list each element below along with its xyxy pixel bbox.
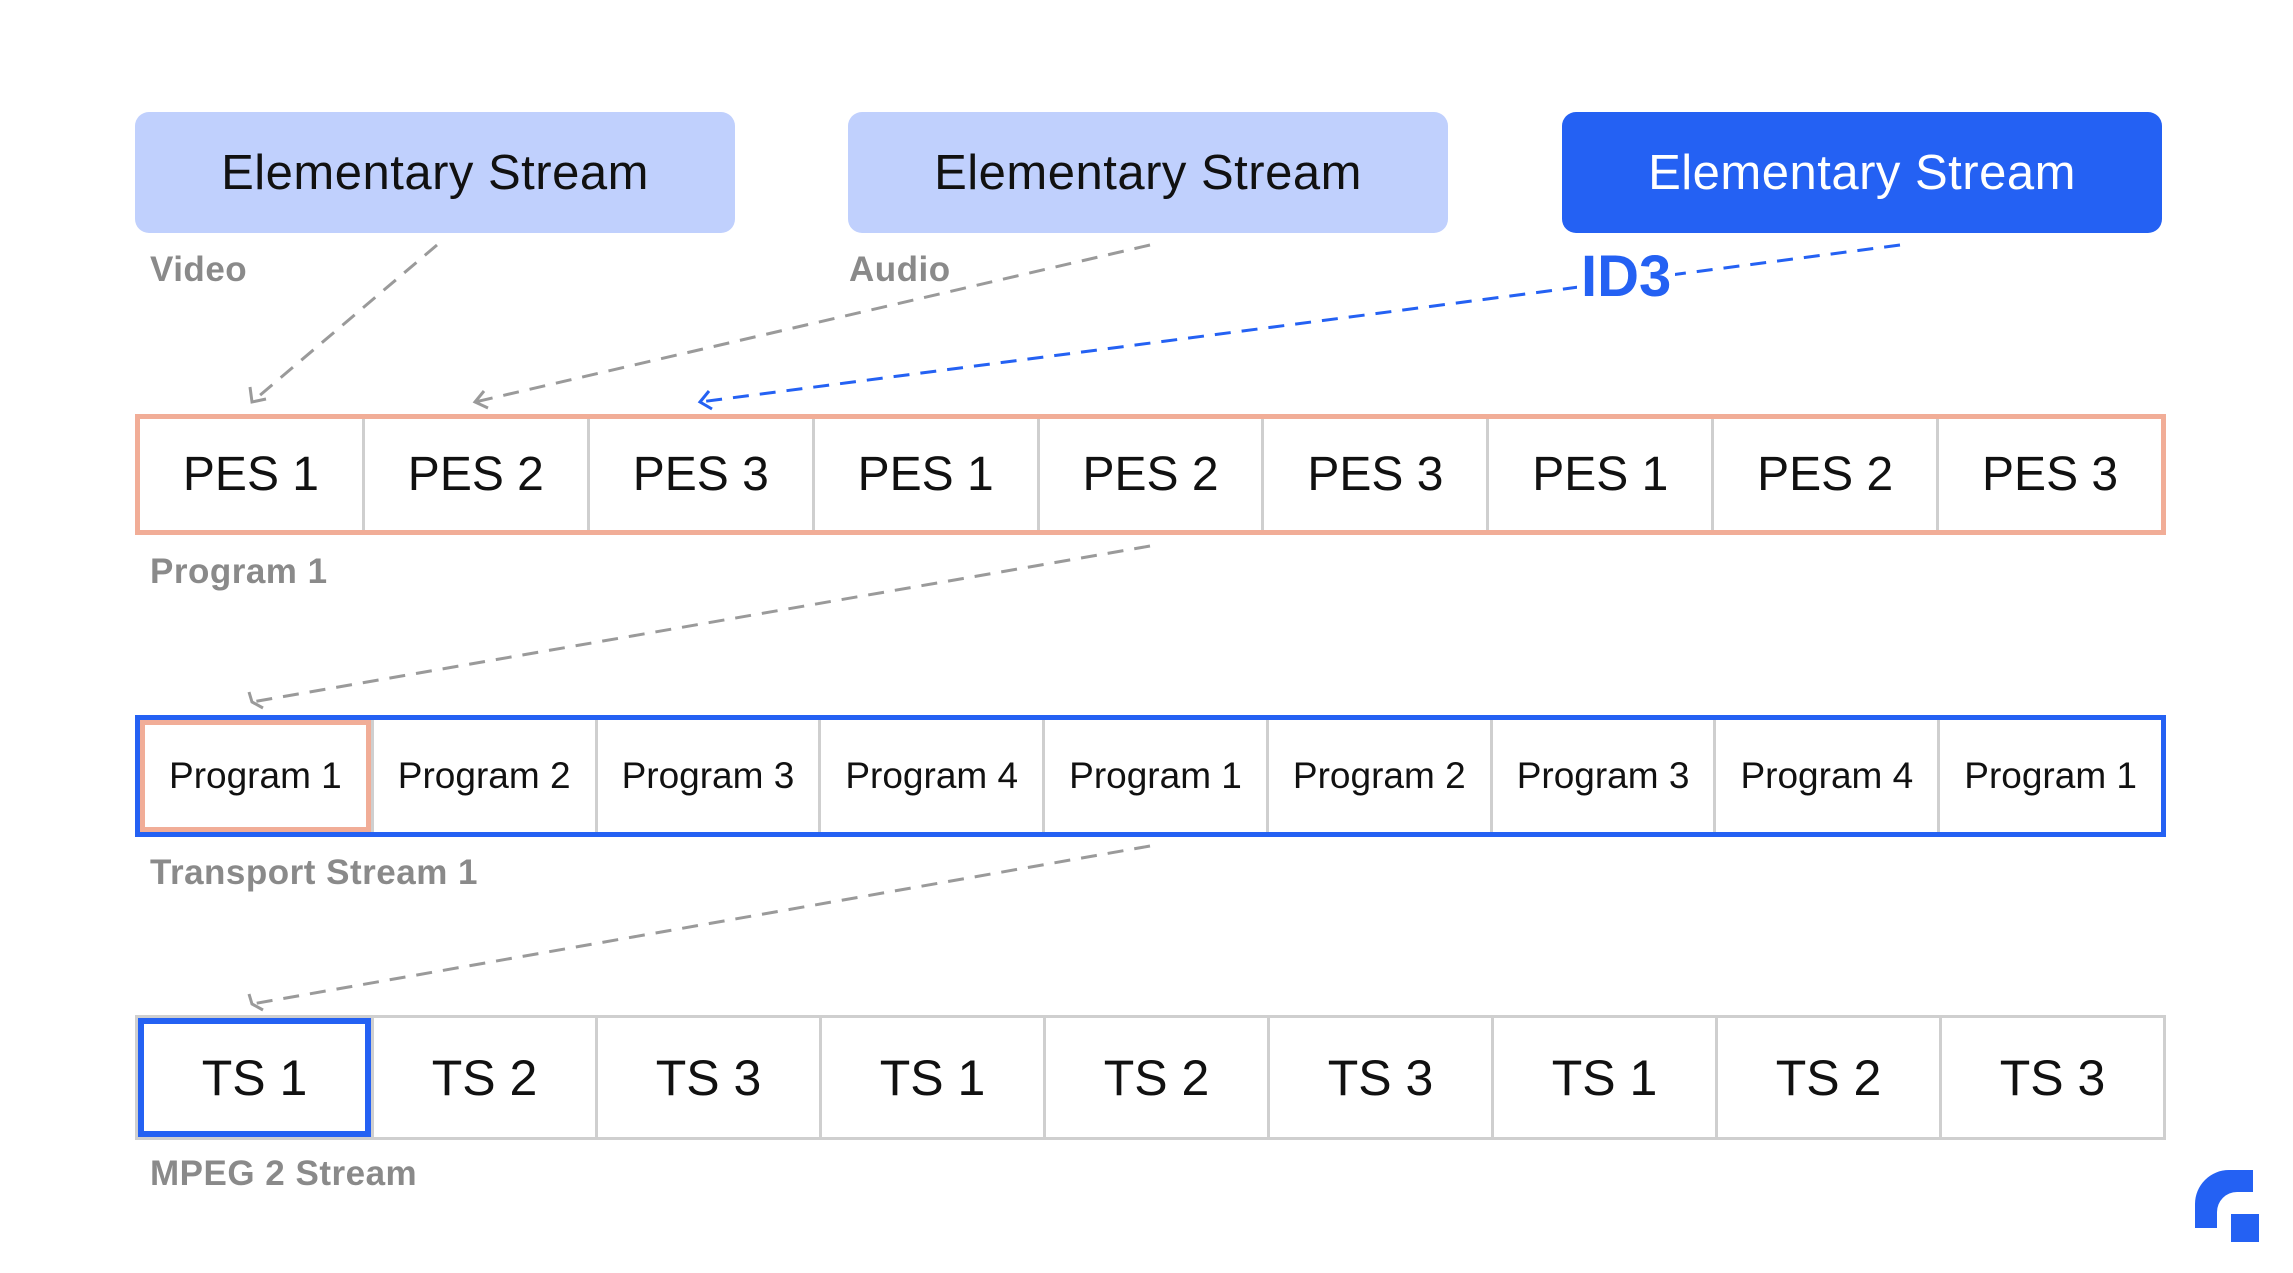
program-cell: Program 2 [1265,720,1490,832]
pes-cell: PES 3 [586,419,812,530]
pes-row: PES 1 PES 2 PES 3 PES 1 PES 2 PES 3 PES … [135,414,2166,535]
pes-to-program1-arrow [251,544,1151,704]
elementary-stream-audio: Elementary Stream [848,112,1448,233]
id3-to-pes3-arrow [699,243,1901,404]
transport-stream-caption: Transport Stream 1 [150,853,478,892]
ts-cell: TS 2 [1043,1018,1267,1137]
program-cell: Program 4 [1713,720,1937,832]
pes-cell: PES 1 [811,419,1037,530]
ts-cell: TS 3 [595,1018,819,1137]
ts-cell: TS 1 [819,1018,1043,1137]
brand-logo-icon [2195,1170,2259,1242]
elementary-stream-video: Elementary Stream [135,112,735,233]
ts-cell: TS 2 [1715,1018,1939,1137]
ts-cell: TS 3 [1267,1018,1491,1137]
program-cell: Program 1 [1937,720,2161,832]
mpeg2-stream-caption: MPEG 2 Stream [150,1154,418,1193]
ts-cell-highlighted: TS 1 [138,1018,371,1137]
program-cell: Program 3 [1489,720,1714,832]
program-cell: Program 2 [370,720,595,832]
pes-cell: PES 2 [361,419,587,530]
pes-cell: PES 1 [182,448,319,501]
ts-cell: TS 2 [371,1018,595,1137]
program-to-ts1-arrow [251,844,1151,1006]
pes-cell: PES 3 [1936,419,2161,530]
ts-cell: TS 3 [1939,1018,2163,1137]
program-1-caption: Program 1 [150,552,328,591]
program-cell: Program 3 [594,720,819,832]
ts-row: TS 1 TS 2 TS 3 TS 1 TS 2 TS 3 TS 1 TS 2 … [135,1015,2166,1140]
id3-caption: ID3 [1577,246,1676,308]
elementary-stream-id3: Elementary Stream [1562,112,2162,233]
program-cell: Program 4 [818,720,1042,832]
pes-cell: PES 1 [1486,419,1711,530]
program-cell: Program 1 [1042,720,1266,832]
audio-to-pes2-arrow [474,243,1151,404]
video-caption: Video [150,250,248,289]
program-row: Program 1 Program 2 Program 3 Program 4 … [135,715,2166,837]
program-cell-highlighted: Program 1 [140,720,371,832]
video-to-pes1-arrow [251,243,438,404]
pes-cell: PES 3 [1261,419,1486,530]
pes-cell: PES 2 [1036,419,1262,530]
pes-cell: PES 2 [1711,419,1936,530]
ts-cell: TS 1 [1491,1018,1715,1137]
audio-caption: Audio [849,250,951,289]
